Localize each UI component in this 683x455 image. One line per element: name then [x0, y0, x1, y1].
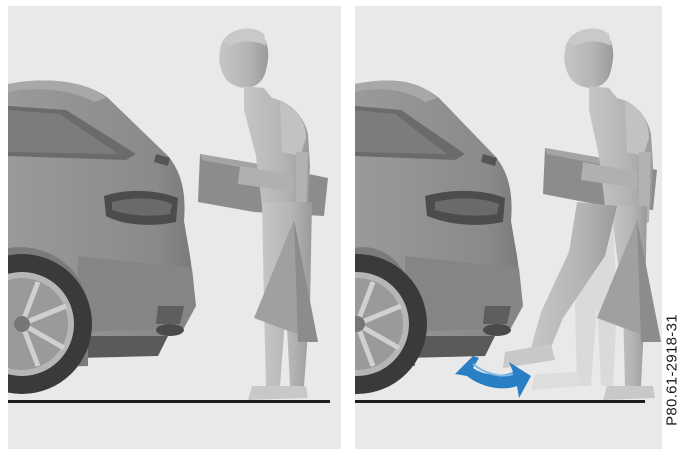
figure-code: P80.61-2918-31	[664, 314, 681, 426]
ground-line	[8, 400, 330, 403]
ground-line	[355, 400, 645, 403]
person-standing	[198, 28, 328, 400]
panel-kick-gesture	[355, 6, 662, 449]
panel-standing-drawing	[8, 6, 341, 449]
panel-kick-drawing	[355, 6, 662, 449]
car-rear	[355, 80, 523, 394]
panel-standing	[8, 6, 341, 449]
car-rear	[8, 80, 196, 394]
